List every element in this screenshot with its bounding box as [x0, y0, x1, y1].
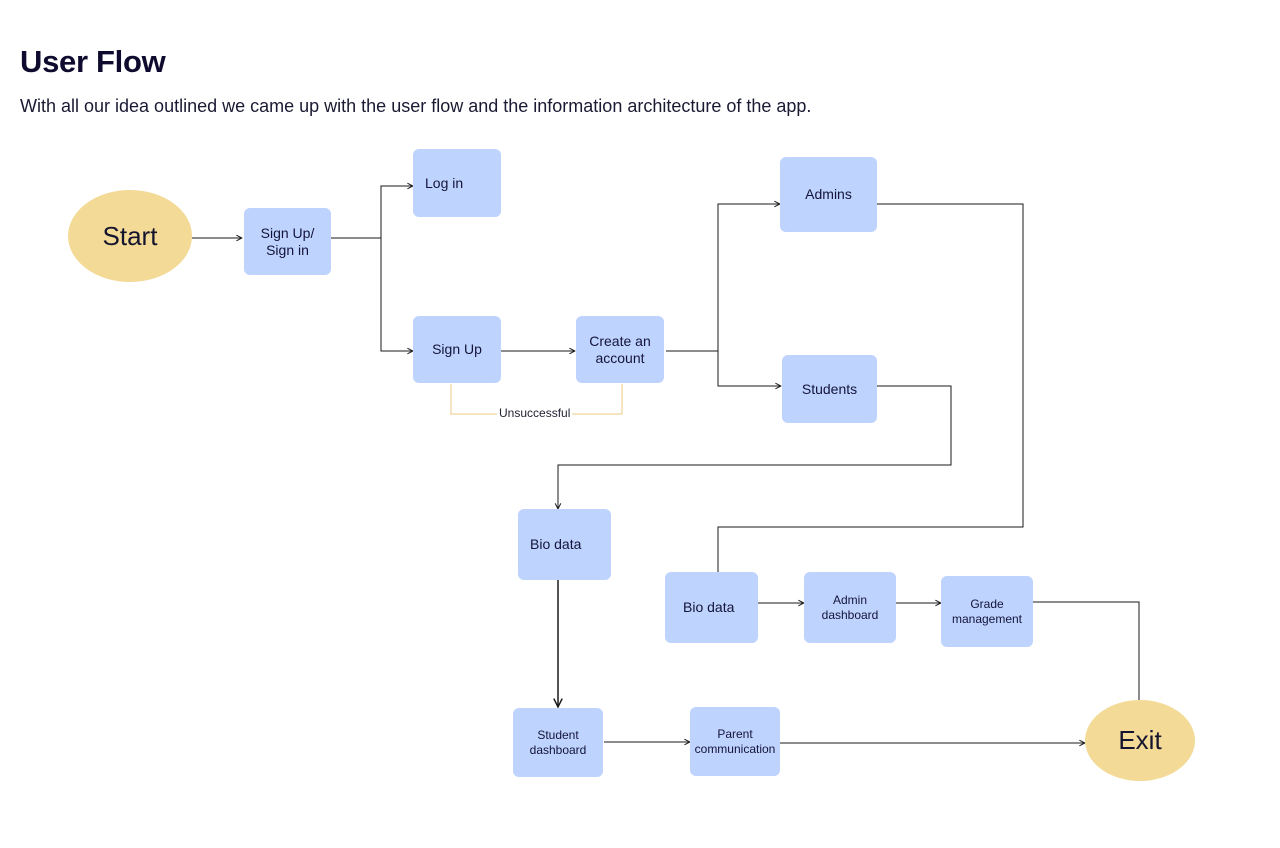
bio-data-admin-label: Bio data	[683, 599, 735, 616]
signup-node[interactable]: Sign Up	[413, 316, 501, 383]
admin-dashboard-label: Admin dashboard	[821, 593, 879, 622]
student-dashboard-label: Student dashboard	[529, 728, 587, 757]
page-title: User Flow	[20, 44, 166, 79]
students-label: Students	[801, 380, 858, 397]
edge-signin-to-signup	[380, 238, 413, 351]
bio-data-student-node[interactable]: Bio data	[518, 509, 611, 580]
student-dashboard-node[interactable]: Student dashboard	[513, 708, 603, 777]
grade-management-label: Grade management	[951, 597, 1023, 626]
create-account-node[interactable]: Create an account	[576, 316, 664, 383]
page-subtitle: With all our idea outlined we came up wi…	[20, 96, 812, 116]
edge-signin-to-login	[331, 186, 413, 239]
students-node[interactable]: Students	[782, 355, 877, 423]
bio-data-student-label: Bio data	[530, 536, 582, 553]
admins-node[interactable]: Admins	[780, 157, 877, 232]
edge-create-to-students	[717, 351, 781, 386]
grade-management-node[interactable]: Grade management	[941, 576, 1033, 647]
edge-create-to-admins	[666, 204, 780, 352]
edge-students-to-biodata	[558, 385, 952, 509]
parent-communication-label: Parent communication	[694, 727, 776, 756]
login-label: Log in	[425, 174, 464, 191]
signup-signin-label: Sign Up/ Sign in	[260, 224, 315, 258]
edge-grade-to-exit	[1033, 601, 1140, 700]
login-node[interactable]: Log in	[413, 149, 501, 217]
parent-communication-node[interactable]: Parent communication	[690, 707, 780, 776]
admin-dashboard-node[interactable]: Admin dashboard	[804, 572, 896, 643]
bio-data-admin-node[interactable]: Bio data	[665, 572, 758, 643]
start-node[interactable]: Start	[68, 190, 192, 282]
create-account-label: Create an account	[589, 332, 651, 366]
admins-label: Admins	[805, 186, 852, 203]
exit-node[interactable]: Exit	[1085, 700, 1195, 781]
signup-label: Sign Up	[432, 341, 482, 358]
unsuccessful-label: Unsuccessful	[497, 406, 573, 420]
edge-admins-to-biodata	[717, 203, 1024, 573]
signup-signin-node[interactable]: Sign Up/ Sign in	[244, 208, 331, 275]
